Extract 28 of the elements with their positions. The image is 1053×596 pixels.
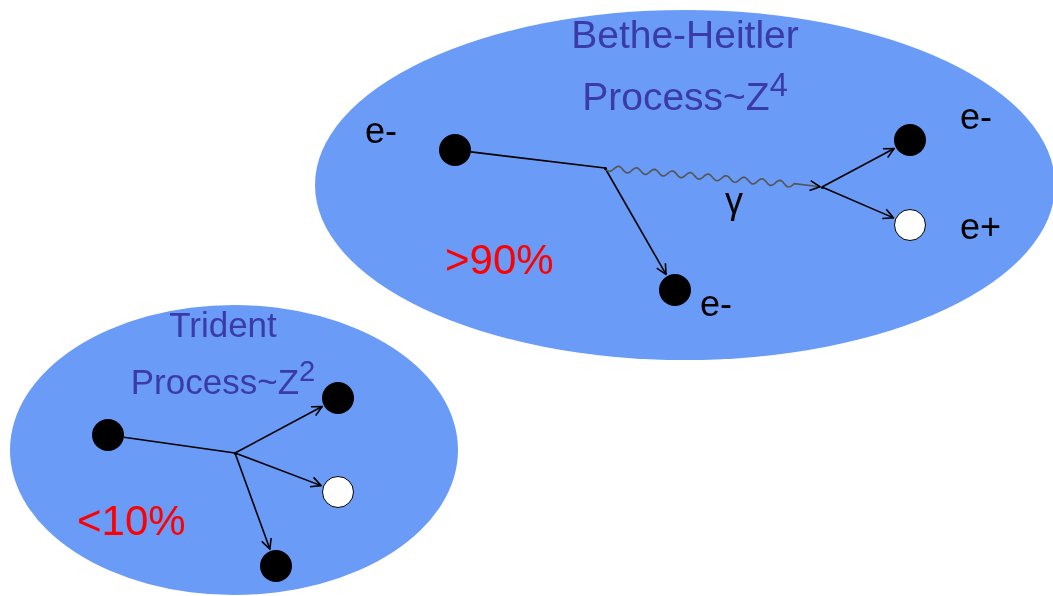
arrow (234, 452, 272, 550)
process-title: Bethe-Heitler Process~Z$^{4}$ (570, 12, 800, 120)
percentage-label: >90% (445, 236, 554, 284)
percentage-label: <10% (77, 497, 186, 545)
edge-label: γ (725, 180, 743, 222)
particle-label: e+ (960, 206, 1002, 248)
line (470, 151, 606, 169)
vertex-point (233, 451, 237, 455)
particle-label: e- (365, 110, 397, 152)
arrow (821, 147, 895, 188)
arrow (234, 405, 323, 454)
particle-dot (260, 550, 292, 582)
arrow (821, 186, 895, 220)
arrow (234, 452, 322, 488)
particle-label: e- (700, 283, 732, 325)
vertex-point (603, 166, 607, 170)
particle-label: e- (960, 96, 992, 138)
process-title: Trident Process~Z$^{2}$ (129, 304, 317, 403)
particle-dot (659, 274, 691, 306)
line (123, 436, 236, 454)
particle-dot (322, 476, 354, 508)
particle-dot (894, 124, 926, 156)
particle-dot (92, 419, 124, 451)
vertex-point (820, 185, 824, 189)
particle-dot (322, 382, 354, 414)
particle-dot (439, 134, 471, 166)
particle-dot (894, 209, 926, 241)
wavy-arrow (604, 165, 821, 192)
